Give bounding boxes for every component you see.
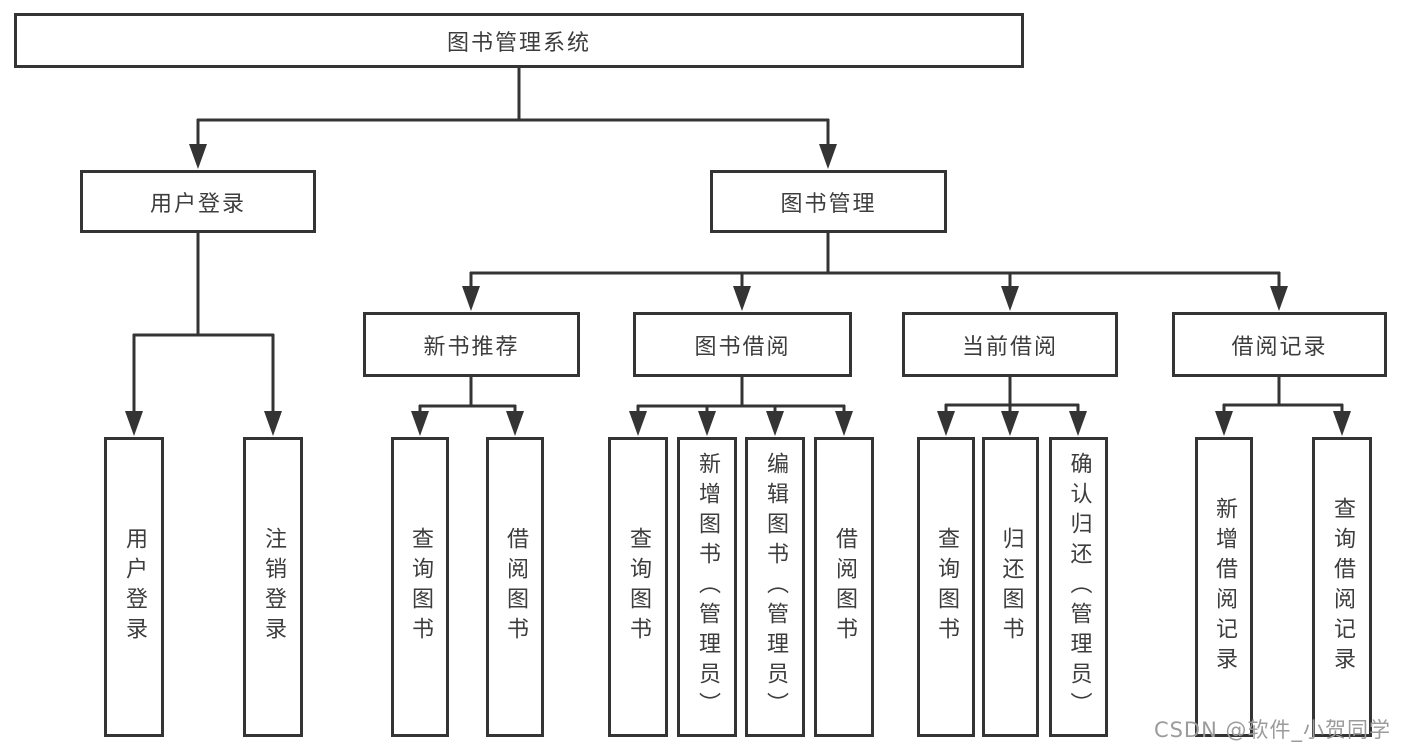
leaf-bb-edit-books-admin: 编辑图书（管理员） [745,437,805,737]
node-book-borrow-label: 图书借阅 [694,334,791,360]
leaf-logout: 注销登录 [243,437,303,737]
leaf-bb-borrow-books: 借阅图书 [814,437,874,737]
node-borrow-records-label: 借阅记录 [1231,334,1328,360]
leaf-user-login: 用户登录 [104,437,164,737]
node-new-book-recommend-label: 新书推荐 [423,334,520,360]
node-book-management-label: 图书管理 [780,191,877,217]
node-book-borrow: 图书借阅 [633,312,852,377]
leaf-bb-add-books-admin: 新增图书（管理员） [677,437,737,737]
node-root-label: 图书管理系统 [446,30,591,56]
leaf-bb-borrow-books-label: 借阅图书 [832,527,857,647]
node-current-borrow: 当前借阅 [902,312,1118,377]
leaf-nbr-query-books-label: 查询图书 [408,527,433,647]
leaf-cb-confirm-return-admin: 确认归还（管理员） [1049,437,1108,737]
leaf-br-query-record-label: 查询借阅记录 [1330,497,1355,677]
leaf-nbr-borrow-books: 借阅图书 [486,437,544,737]
leaf-bb-edit-books-admin-label: 编辑图书（管理员） [763,452,788,722]
leaf-br-query-record: 查询借阅记录 [1312,437,1372,737]
leaf-br-add-record: 新增借阅记录 [1195,437,1253,737]
leaf-bb-add-books-admin-label: 新增图书（管理员） [695,452,720,722]
leaf-user-login-label: 用户登录 [122,527,147,647]
leaf-cb-return-books: 归还图书 [982,437,1039,737]
leaf-br-add-record-label: 新增借阅记录 [1212,497,1237,677]
leaf-cb-confirm-return-admin-label: 确认归还（管理员） [1066,452,1092,722]
leaf-logout-label: 注销登录 [261,527,286,647]
leaf-nbr-query-books: 查询图书 [391,437,449,737]
node-user-login-label: 用户登录 [149,191,246,217]
watermark: CSDN @软件_小贺同学 [1153,718,1391,742]
node-root: 图书管理系统 [14,13,1024,68]
leaf-nbr-borrow-books-label: 借阅图书 [503,527,528,647]
leaf-cb-return-books-label: 归还图书 [998,527,1024,647]
leaf-bb-query-books-label: 查询图书 [626,527,651,647]
arrowheads [125,144,1351,436]
leaf-cb-query-books: 查询图书 [917,437,975,737]
node-new-book-recommend: 新书推荐 [363,312,580,377]
node-current-borrow-label: 当前借阅 [961,334,1058,360]
node-user-login: 用户登录 [80,170,316,233]
node-borrow-records: 借阅记录 [1172,312,1387,377]
leaf-bb-query-books: 查询图书 [608,437,668,737]
leaf-cb-query-books-label: 查询图书 [934,527,959,647]
node-book-management: 图书管理 [710,170,947,233]
